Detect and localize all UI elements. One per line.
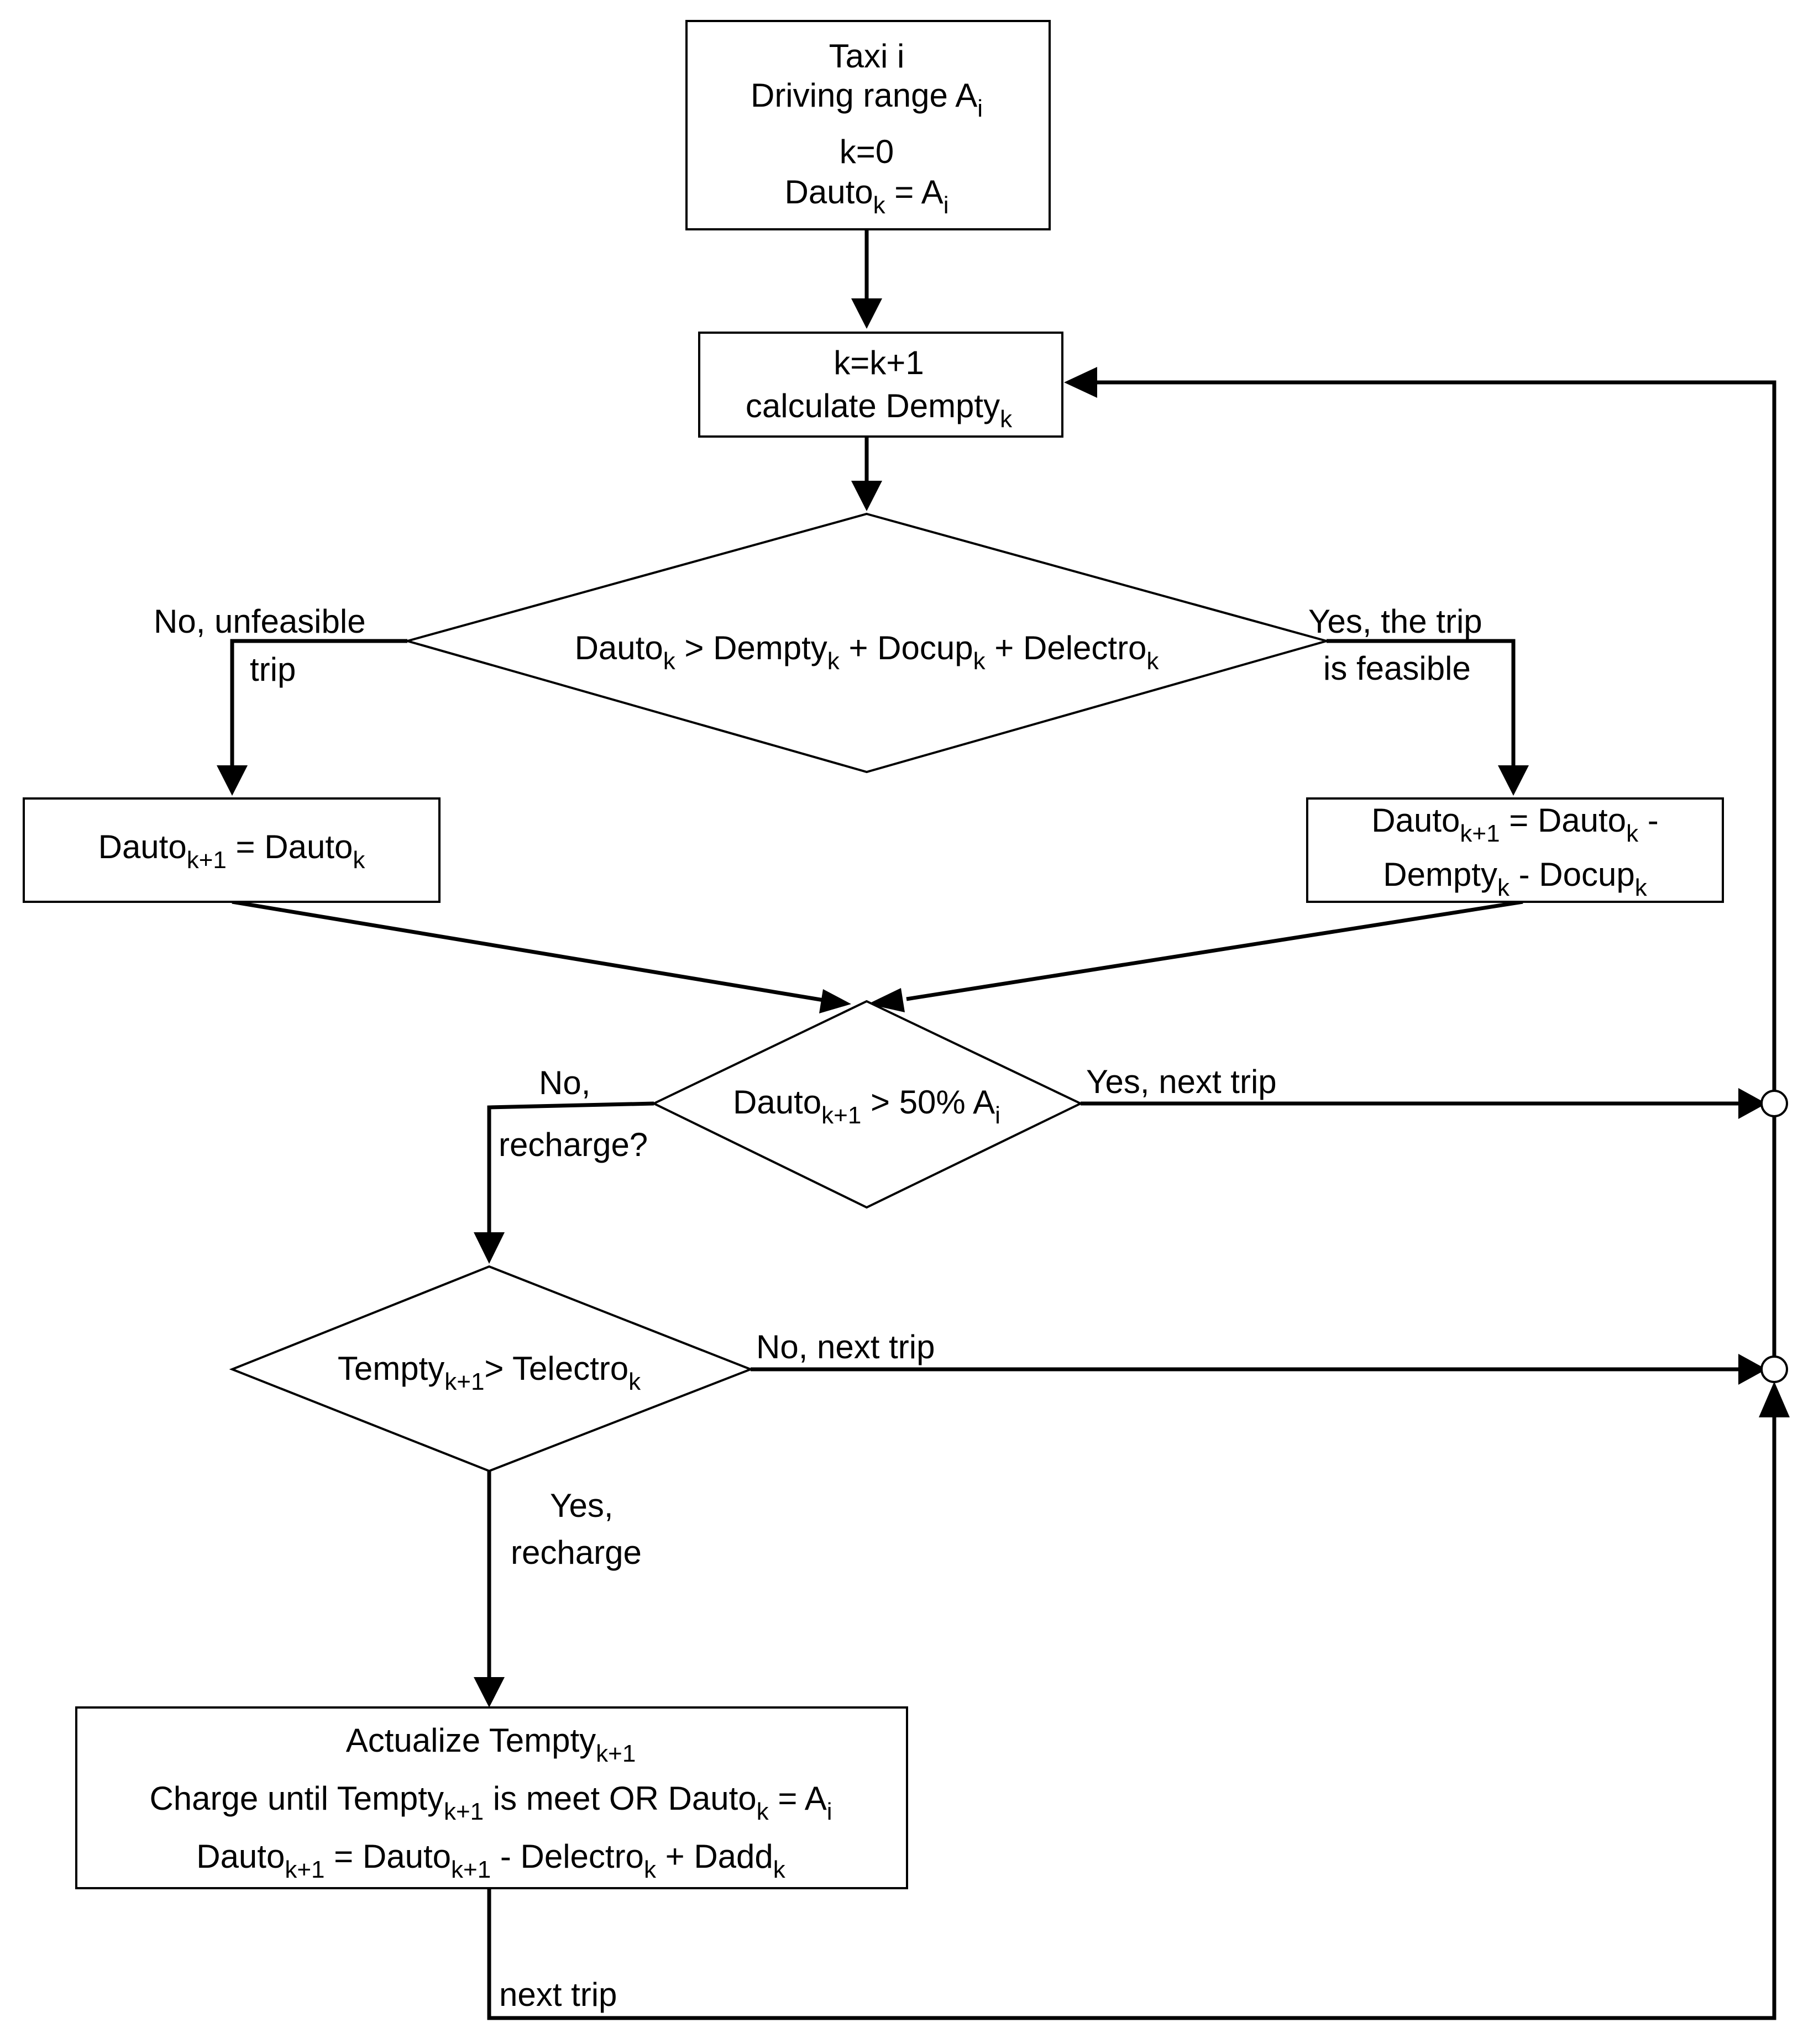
label-no-unfeasible-2: trip bbox=[250, 651, 296, 688]
node-yes-update: Dautok+1 = Dautok - Demptyk - Docupk bbox=[1306, 797, 1724, 903]
range-check-condition: Dautok+1 > 50% Ai bbox=[733, 1084, 1000, 1129]
node-increment: k=k+1 calculate Demptyk bbox=[698, 332, 1063, 438]
label-no-unfeasible-1: No, unfeasible bbox=[154, 603, 366, 640]
no-update-formula: Dautok+1 = Dautok bbox=[98, 828, 366, 874]
edges bbox=[217, 229, 1790, 2020]
edge-feasibility-no bbox=[230, 639, 407, 771]
arrowhead bbox=[851, 298, 882, 329]
label-yes-next-trip: Yes, next trip bbox=[1086, 1063, 1277, 1100]
edge-range-no bbox=[487, 1101, 654, 1238]
label-no-next-trip: No, next trip bbox=[756, 1328, 935, 1365]
arrowhead bbox=[1738, 1088, 1767, 1119]
label-next-trip: next trip bbox=[499, 1976, 617, 2013]
label-yes-feasible-2: is feasible bbox=[1323, 650, 1471, 687]
junction-upper bbox=[1760, 1090, 1788, 1117]
arrowhead bbox=[851, 481, 882, 511]
arrowhead bbox=[474, 1677, 505, 1707]
no-update-box bbox=[23, 797, 441, 903]
edge-labels: No, unfeasible trip Yes, the trip is fea… bbox=[154, 603, 1482, 2013]
label-yes-recharge-1: Yes, bbox=[550, 1487, 614, 1524]
yes-update-box bbox=[1306, 797, 1724, 903]
edge-loop-back-top bbox=[1092, 380, 1776, 1091]
edge-no-update-to-range bbox=[232, 900, 824, 1002]
arrowhead bbox=[868, 988, 905, 1012]
recharge-box bbox=[75, 1706, 908, 1889]
arrowhead bbox=[474, 1232, 505, 1264]
recharge-dauto-update: Dautok+1 = Dautok+1 - Delectrok + Daddk bbox=[196, 1838, 786, 1883]
node-range-check: Dautok+1 > 50% Ai bbox=[651, 1000, 1083, 1209]
time-check-diamond bbox=[229, 1265, 754, 1473]
node-start: Taxi i Driving range Ai k=0 Dautok = Ai bbox=[685, 20, 1051, 230]
edge-recharge-next-trip bbox=[487, 1412, 1776, 2020]
node-no-update: Dautok+1 = Dautok bbox=[23, 797, 441, 903]
edge-feasibility-yes bbox=[1327, 639, 1516, 771]
node-feasibility: Dautok > Demptyk + Docupk + Delectrok bbox=[403, 512, 1331, 774]
start-k-init: k=0 bbox=[840, 133, 894, 170]
time-check-condition: Temptyk+1> Telectrok bbox=[338, 1350, 641, 1395]
arrowhead bbox=[1064, 367, 1097, 398]
label-yes-recharge-2: recharge bbox=[511, 1534, 642, 1571]
junction-lower bbox=[1760, 1355, 1788, 1383]
start-box bbox=[685, 20, 1051, 230]
arrowhead bbox=[1759, 1381, 1790, 1417]
yes-update-formula-line1: Dautok+1 = Dautok - bbox=[1371, 802, 1658, 847]
arrowhead bbox=[819, 989, 851, 1013]
recharge-charge-until: Charge until Temptyk+1 is meet OR Dautok… bbox=[149, 1780, 832, 1825]
arrowhead bbox=[1498, 765, 1529, 796]
increment-k: k=k+1 bbox=[834, 344, 924, 381]
node-recharge: Actualize Temptyk+1 Charge until Temptyk… bbox=[75, 1706, 908, 1889]
start-driving-range: Driving range Ai bbox=[751, 77, 983, 122]
label-yes-feasible-1: Yes, the trip bbox=[1308, 603, 1482, 640]
node-time-check: Temptyk+1> Telectrok bbox=[229, 1265, 754, 1473]
label-no-recharge-1: No, bbox=[539, 1064, 590, 1101]
start-title: Taxi i bbox=[829, 38, 905, 75]
label-no-recharge-2: recharge? bbox=[499, 1126, 648, 1163]
arrowhead bbox=[217, 765, 248, 796]
start-dauto-init: Dautok = Ai bbox=[785, 174, 949, 219]
edge-yes-update-to-range bbox=[906, 900, 1523, 1001]
feasibility-condition: Dautok > Demptyk + Docupk + Delectrok bbox=[575, 629, 1160, 675]
feasibility-diamond bbox=[403, 512, 1331, 774]
recharge-actualize: Actualize Temptyk+1 bbox=[346, 1722, 636, 1767]
arrowhead bbox=[1738, 1354, 1767, 1385]
increment-box bbox=[698, 332, 1063, 438]
increment-calc-dempty: calculate Demptyk bbox=[746, 387, 1013, 433]
range-check-diamond bbox=[651, 1000, 1083, 1209]
yes-update-formula-line2: Demptyk - Docupk bbox=[1383, 856, 1647, 901]
